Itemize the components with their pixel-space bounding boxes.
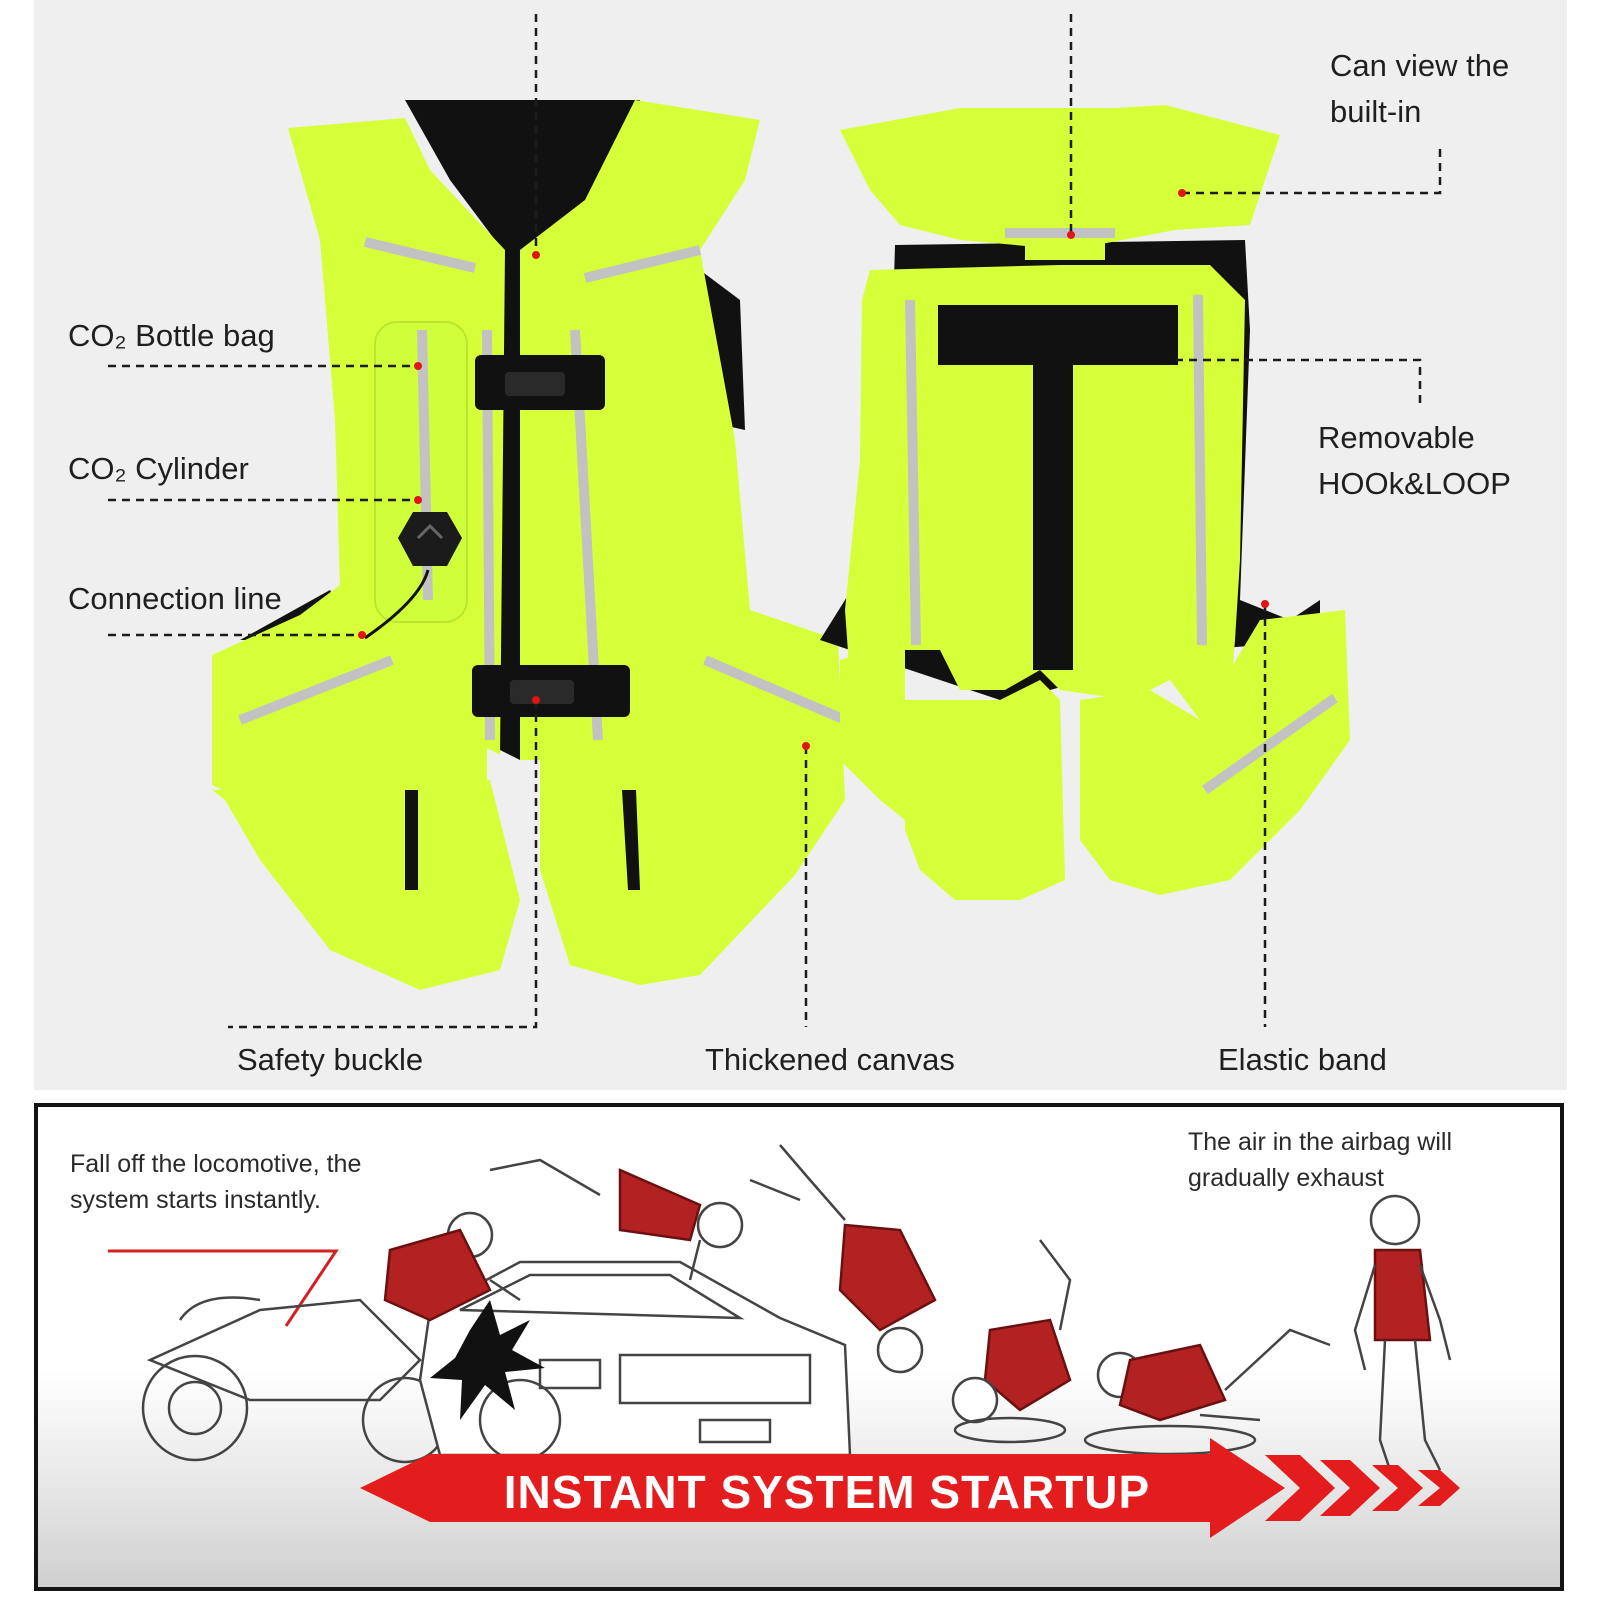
rider-5 <box>1083 1328 1331 1456</box>
rider-1 <box>383 1211 521 1322</box>
banner-text: INSTANT SYSTEM STARTUP <box>503 1466 1151 1518</box>
co2-cylinder-label: CO₂ Cylinder <box>68 451 249 486</box>
thickened-canvas-label: Thickened canvas <box>705 1042 955 1077</box>
car-drawing <box>418 1260 852 1462</box>
product-panel <box>34 0 1567 1090</box>
exhaust-note-line1: The air in the airbag will <box>1188 1128 1453 1156</box>
fall-note-line1: Fall off the locomotive, the <box>70 1150 362 1178</box>
can-view-label-line2: built-in <box>1330 94 1422 129</box>
fall-note-line2: system starts instantly. <box>70 1186 321 1214</box>
front-vest <box>212 100 908 990</box>
elastic-band-label: Elastic band <box>1218 1042 1387 1077</box>
exhaust-note-line2: gradually exhaust <box>1188 1164 1384 1192</box>
co2-bottle-bag-label: CO₂ Bottle bag <box>68 318 275 353</box>
instant-startup-banner <box>360 1438 1460 1538</box>
rider-3 <box>749 1144 937 1374</box>
rider-6-standing <box>1353 1194 1452 1471</box>
motorcycle-drawing <box>141 1296 449 1464</box>
removable-label-line1: Removable <box>1318 420 1475 455</box>
back-vest <box>820 105 1350 900</box>
callout-lines <box>108 14 1442 1029</box>
removable-label-line2: HOOk&LOOP <box>1318 466 1511 501</box>
can-view-label-line1: Can view the <box>1330 48 1510 83</box>
connection-line-label: Connection line <box>68 581 282 616</box>
safety-buckle-label: Safety buckle <box>237 1042 424 1077</box>
rider-4 <box>951 1239 1072 1444</box>
callout-markers <box>358 189 1269 750</box>
rider-2 <box>489 1158 744 1281</box>
deployment-sequence <box>108 1144 1452 1471</box>
